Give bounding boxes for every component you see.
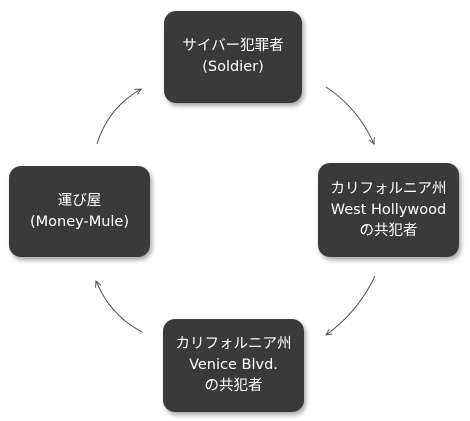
edge-left-to-top xyxy=(96,89,141,145)
node-label-line: の共犯者 xyxy=(359,222,418,239)
node-cyber-criminal: サイバー犯罪者 (Soldier) xyxy=(164,11,302,103)
node-label-line: カリフォルニア州 xyxy=(175,336,292,352)
node-label-line: の共犯者 xyxy=(204,378,263,394)
node-label-line: West Hollywood xyxy=(330,201,447,218)
node-money-mule: 運び屋 (Money-Mule) xyxy=(9,166,150,257)
edge-top-to-right xyxy=(325,86,374,144)
node-label-line: 運び屋 xyxy=(57,192,102,209)
node-label-line: (Money-Mule) xyxy=(29,213,129,230)
node-venice-blvd-accomplice: カリフォルニア州 Venice Blvd. の共犯者 xyxy=(163,319,304,412)
node-label-line: Venice Blvd. xyxy=(189,357,278,373)
node-label-line: (Soldier) xyxy=(202,59,264,75)
node-label-line: カリフォルニア州 xyxy=(330,180,447,197)
node-label-line: サイバー犯罪者 xyxy=(182,38,284,54)
edge-bottom-to-left xyxy=(96,281,143,333)
edge-right-to-bottom xyxy=(326,275,376,335)
node-west-hollywood-accomplice: カリフォルニア州 West Hollywood の共犯者 xyxy=(318,163,459,257)
